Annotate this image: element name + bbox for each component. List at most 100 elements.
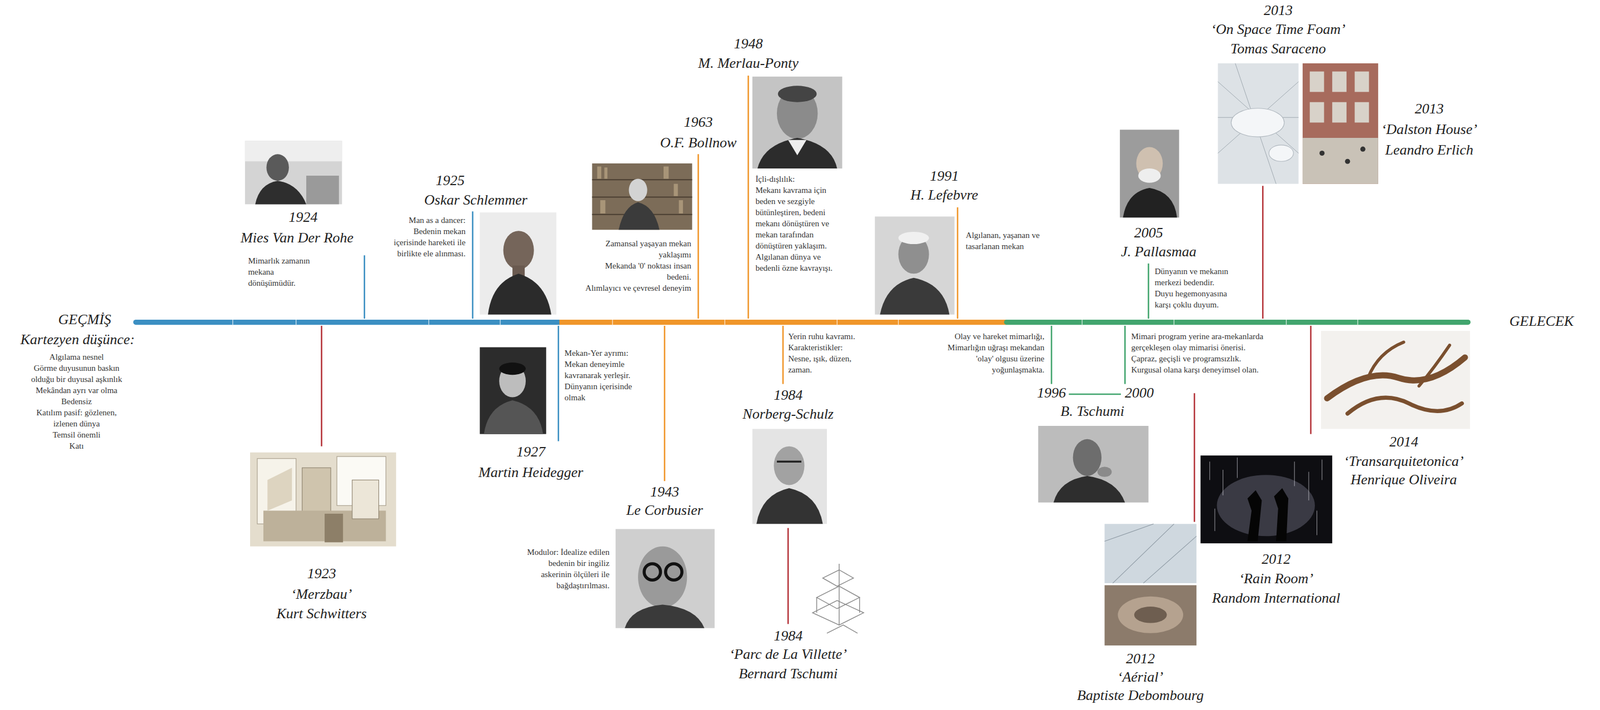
note-text: Çapraz, geçişli ve programsızlık. [1130,352,1279,365]
note-text: Mekanda '0' noktası insan bedeni. [580,260,691,283]
note-text: Modulor: İdealize edilen bedenin bir ing… [525,546,610,591]
note-text: Mekanı kavrama için beden ve sezgiyle bü… [755,184,840,252]
portrait-photo [1038,425,1149,503]
timeline-heading: 2014 [1389,433,1419,451]
timeline-heading: 1984 [773,627,803,645]
note-text: Algılama nesnel [25,351,128,363]
note-text: Dünyanın ve mekanın merkezi bedendir. [1154,265,1242,288]
timeline-bar [135,319,1468,325]
portrait-photo [591,163,692,230]
note-text: Algılanan, yaşanan ve tasarlanan mekan [965,229,1053,252]
portrait-photo [874,216,955,314]
timeline-heading: 2005 [1134,224,1164,242]
note-text: Dünyanın içerisinde olmak [564,380,652,403]
timeline-heading: Bernard Tschumi [738,665,838,683]
timeline-heading: ‘Rain Room’ [1238,570,1314,588]
note-text: Kurgusal olana karşı deneyimsel olan. [1130,364,1279,376]
leader-line [320,325,323,447]
note-text: Bedensiz [25,395,128,407]
artwork-photo [1104,523,1197,646]
artwork-photo [250,452,397,547]
timeline-heading: GEÇMİŞ [58,311,112,329]
portrait-photo [615,529,715,628]
timeline-heading: ‘Transarquitetonica’ [1343,452,1464,471]
leader-line [1068,393,1121,396]
timeline-heading: O.F. Bollnow [660,134,737,152]
leader-line [1193,392,1196,522]
timeline-heading: 1927 [516,443,546,461]
note-text: Mimarlığın uğraşı mekandan 'olay' olgusu… [942,341,1045,376]
timeline-heading: 2013 [1414,100,1444,118]
note-text: Görme duyusunun baskın olduğu bir duyusa… [25,362,128,385]
note-text: Yerin ruhu kavramı. [788,330,865,342]
timeline-heading: 2000 [1124,384,1154,402]
leader-line [782,325,785,385]
timeline-heading: J. Pallasmaa [1120,243,1197,261]
portrait-photo [245,140,343,204]
note-text: Olay ve hareket mimarlığı, [942,330,1045,342]
timeline-heading: Henrique Oliveira [1350,471,1457,489]
note-text: Alımlayıcı ve çevresel deneyim [580,282,691,294]
timeline-heading: M. Merlau-Ponty [698,55,799,73]
timeline-heading: ‘Aérial’ [1117,668,1164,686]
timeline-heading: GELECEK [1509,312,1574,331]
note-text: Mimari program yerine ara-mekanlarda ger… [1130,330,1279,353]
timeline-heading: ‘On Space Time Foam’ [1210,21,1346,39]
note-text: Nesne, ışık, düzen, zaman. [788,352,865,376]
portrait-photo [479,347,546,435]
portrait-photo [479,212,557,315]
note-text: İçli-dışlılık: [755,173,840,185]
leader-line [664,325,666,481]
leader-line [1262,185,1264,319]
timeline-heading: Oskar Schlemmer [424,191,528,209]
timeline-heading: Kartezyen düşünce: [20,331,136,349]
leader-line [956,207,959,319]
timeline-heading: Martin Heidegger [478,464,583,482]
note-text: Karakteristikler: [788,341,865,353]
timeline-heading: Le Corbusier [626,501,704,520]
note-text: Zamansal yaşayan mekan yaklaşımı [580,237,691,261]
portrait-photo [752,76,843,169]
timeline-heading: H. Lefebvre [910,186,979,204]
timeline-heading: ‘Merzbau’ [291,585,353,603]
artwork-photo [1217,63,1299,184]
leader-line [471,211,474,319]
leader-line [697,153,700,319]
note-text: Mimarlık zamanın mekana dönüşümüdür. [247,255,320,289]
leader-line [363,255,366,319]
leader-line [1050,325,1053,385]
timeline-heading: 1984 [773,386,803,405]
note-text: Duyu hegemonyasına karşı çoklu duyum. [1154,287,1242,311]
note-text: Mekândan ayrı var olma [25,384,128,396]
timeline-heading: 1996 [1037,384,1066,402]
timeline-heading: ‘Dalston House’ [1381,121,1478,139]
timeline-heading: Random International [1212,589,1340,607]
note-text: Mekan deneyimle kavranarak yerleşir. [564,358,652,381]
timeline-heading: 1948 [734,35,764,53]
timeline-heading: 1991 [929,167,959,186]
timeline-heading: Tomas Saraceno [1230,40,1327,58]
note-text: Mekan-Yer ayrımı: [564,347,652,359]
note-text: Man as a dancer: [384,214,466,226]
leader-line [1309,325,1312,435]
note-text: Temsil önemli [25,429,128,441]
timeline-heading: Kurt Schwitters [276,605,367,623]
timeline-heading: 1924 [288,208,318,227]
timeline-heading: Baptiste Debombourg [1077,686,1204,705]
leader-lines [321,75,1312,624]
timeline-heading: 2013 [1263,2,1293,20]
artwork-photo [1200,455,1333,543]
portrait-photo [752,428,827,524]
note-text: Bedenin mekan içerisinde hareketi ile bi… [384,225,466,259]
timeline-heading: 2012 [1261,550,1291,568]
note-text: Katılım pasif: gözlenen, izlenen dünya [25,406,128,430]
timeline-heading: 1943 [650,483,680,501]
timeline-heading: 1925 [435,172,465,190]
leader-line [1124,325,1126,385]
timeline-heading: B. Tschumi [1060,402,1125,421]
site-sketch [812,563,864,633]
timeline-heading: 1963 [684,113,714,132]
timeline-heading: ‘Parc de La Villette’ [729,645,847,664]
artwork-photo [1302,63,1379,184]
timeline-heading: Leandro Erlich [1384,141,1474,159]
